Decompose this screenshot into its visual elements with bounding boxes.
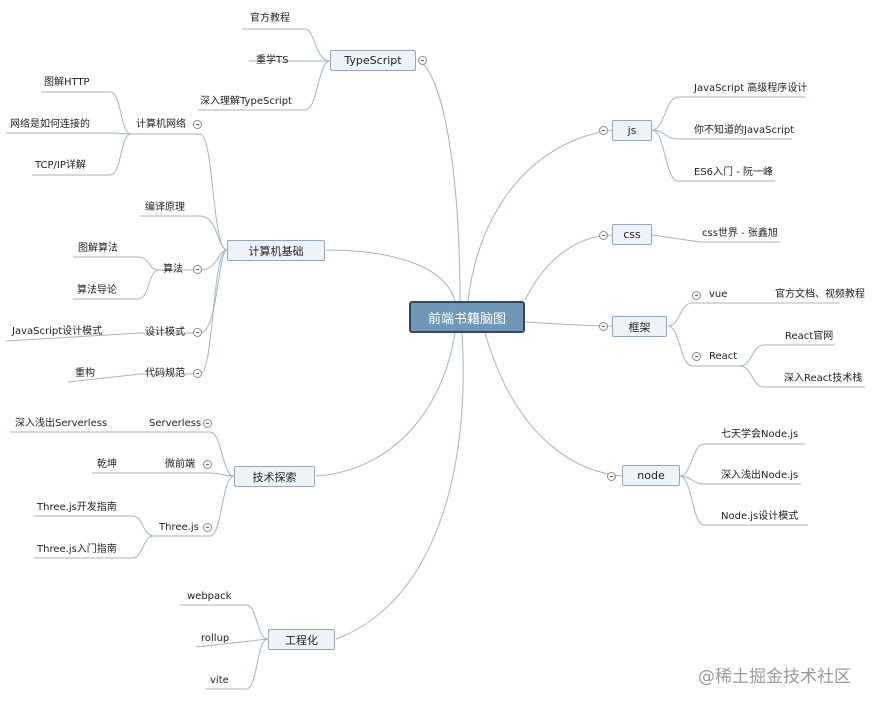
subtopic-code-style[interactable]: 代码规范 bbox=[145, 368, 185, 379]
link-root-js bbox=[467, 129, 613, 302]
topic-typescript[interactable]: TypeScript bbox=[330, 50, 416, 71]
collapse-algorithm-icon[interactable] bbox=[193, 265, 202, 274]
collapse-serverless-icon[interactable] bbox=[203, 419, 212, 428]
leaf-react-site[interactable]: React官网 bbox=[785, 331, 834, 342]
collapse-react-icon[interactable] bbox=[692, 352, 701, 361]
leaf-algo-intro[interactable]: 算法导论 bbox=[77, 285, 117, 296]
link-root-explore bbox=[315, 332, 456, 477]
leaf-threejs-dev[interactable]: Three.js开发指南 bbox=[37, 502, 117, 513]
collapse-js-icon[interactable] bbox=[599, 126, 608, 135]
leaf-http[interactable]: 图解HTTP bbox=[44, 77, 90, 88]
leaf-serverless-book[interactable]: 深入浅出Serverless bbox=[15, 418, 108, 429]
root-topic[interactable]: 前端书籍脑图 bbox=[409, 301, 525, 333]
subtopic-network[interactable]: 计算机网络 bbox=[136, 119, 186, 130]
leaf-vite[interactable]: vite bbox=[210, 675, 229, 686]
link-root-css bbox=[524, 234, 613, 301]
collapse-threejs-icon[interactable] bbox=[203, 523, 212, 532]
leaf-node-7days[interactable]: 七天学会Node.js bbox=[721, 429, 799, 440]
topic-cs-basics[interactable]: 计算机基础 bbox=[227, 240, 325, 261]
leaf-vue-docs[interactable]: 官方文档、视频教程 bbox=[775, 289, 865, 300]
topic-node[interactable]: node bbox=[622, 465, 680, 486]
leaf-es6[interactable]: ES6入门 - 阮一峰 bbox=[694, 167, 773, 178]
collapse-css-icon[interactable] bbox=[599, 231, 608, 240]
collapse-typescript-icon[interactable] bbox=[418, 56, 427, 65]
watermark-text: @稀土掘金技术社区 bbox=[698, 667, 851, 687]
leaf-react-stack[interactable]: 深入React技术栈 bbox=[784, 373, 863, 384]
collapse-framework-icon[interactable] bbox=[599, 322, 608, 331]
collapse-node-icon[interactable] bbox=[607, 472, 616, 481]
subtopic-micro-frontend[interactable]: 微前端 bbox=[165, 459, 195, 470]
leaf-network-connect[interactable]: 网络是如何连接的 bbox=[10, 119, 90, 130]
leaf-ts-relearn[interactable]: 重学TS bbox=[256, 55, 289, 66]
leaf-js-pattern[interactable]: JavaScript设计模式 bbox=[12, 326, 103, 337]
leaf-ts-deep[interactable]: 深入理解TypeScript bbox=[200, 96, 292, 107]
subtopic-algorithm[interactable]: 算法 bbox=[163, 264, 183, 275]
leaf-ydkjs[interactable]: 你不知道的JavaScript bbox=[694, 125, 795, 136]
leaf-node-pattern[interactable]: Node.js设计模式 bbox=[721, 511, 799, 522]
collapse-vue-icon[interactable] bbox=[692, 291, 701, 300]
topic-framework[interactable]: 框架 bbox=[612, 316, 667, 337]
leaf-node-deep[interactable]: 深入浅出Node.js bbox=[721, 470, 799, 481]
link-root-cs bbox=[325, 249, 456, 302]
topic-css[interactable]: css bbox=[612, 224, 652, 245]
leaf-js-pro[interactable]: JavaScript 高级程序设计 bbox=[694, 83, 808, 94]
subtopic-vue[interactable]: vue bbox=[709, 289, 728, 300]
topic-js[interactable]: js bbox=[612, 120, 652, 141]
link-root-engineering bbox=[335, 332, 464, 640]
link-root-typescript bbox=[419, 60, 461, 302]
leaf-algo-illustrated[interactable]: 图解算法 bbox=[78, 243, 118, 254]
leaf-compiler[interactable]: 编译原理 bbox=[145, 202, 185, 213]
leaf-tcpip[interactable]: TCP/IP详解 bbox=[35, 160, 86, 171]
topic-tech-explore[interactable]: 技术探索 bbox=[234, 466, 315, 487]
subtopic-threejs[interactable]: Three.js bbox=[159, 522, 199, 533]
topic-engineering[interactable]: 工程化 bbox=[268, 629, 335, 650]
leaf-refactoring[interactable]: 重构 bbox=[75, 368, 95, 379]
leaf-ts-official[interactable]: 官方教程 bbox=[250, 13, 290, 24]
leaf-webpack[interactable]: webpack bbox=[187, 591, 232, 602]
leaf-threejs-intro[interactable]: Three.js入门指南 bbox=[37, 544, 117, 555]
collapse-pattern-icon[interactable] bbox=[193, 328, 202, 337]
leaf-css-world[interactable]: css世界 - 张鑫旭 bbox=[702, 228, 778, 239]
collapse-micro-frontend-icon[interactable] bbox=[203, 460, 212, 469]
leaf-rollup[interactable]: rollup bbox=[201, 633, 230, 644]
collapse-network-icon[interactable] bbox=[193, 120, 202, 129]
subtopic-serverless[interactable]: Serverless bbox=[149, 418, 202, 429]
subtopic-react[interactable]: React bbox=[709, 351, 738, 362]
leaf-qiankun[interactable]: 乾坤 bbox=[97, 459, 117, 470]
collapse-code-style-icon[interactable] bbox=[193, 369, 202, 378]
subtopic-pattern[interactable]: 设计模式 bbox=[145, 327, 185, 338]
link-root-node bbox=[484, 332, 623, 477]
